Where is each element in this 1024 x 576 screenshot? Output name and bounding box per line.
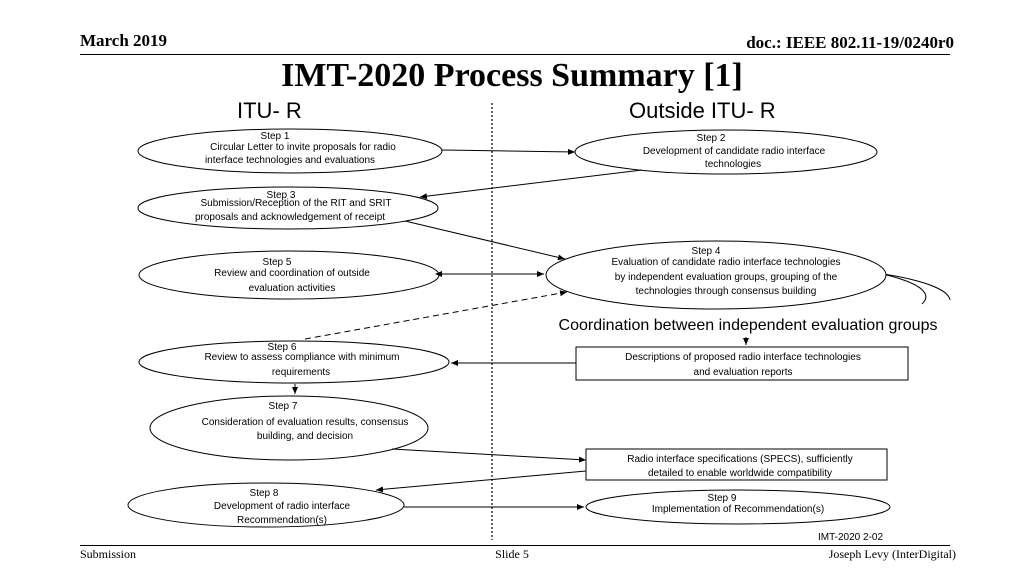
specs-text-2: detailed to enable worldwide compatibili… <box>648 468 832 479</box>
step-7-text-1: Consideration of evaluation results, con… <box>202 417 409 428</box>
footer-divider <box>80 545 950 546</box>
arrow-step7-to-specs <box>391 448 587 463</box>
descriptions-box: Descriptions of proposed radio interface… <box>575 346 909 381</box>
step-1-text-2: interface technologies and evaluations <box>205 155 375 166</box>
step-2-node: Step 2 Development of candidate radio in… <box>574 129 878 175</box>
arrow-step3-to-step4 <box>404 220 566 261</box>
figure-reference: IMT-2020 2-02 <box>818 532 884 543</box>
step-3-text-2: proposals and acknowledgement of receipt <box>195 212 385 223</box>
step-6-label: Step 6 <box>268 342 297 353</box>
step-4-label: Step 4 <box>692 246 721 257</box>
step-5-text-2: evaluation activities <box>249 283 336 294</box>
footer-slide-number: Slide 5 <box>495 547 529 561</box>
step-5-label: Step 5 <box>263 257 292 268</box>
step-6-text-1: Review to assess compliance with minimum <box>204 352 399 363</box>
column-heading-itu-r: ITU- R <box>237 98 302 123</box>
header-doc-id: doc.: IEEE 802.11-19/0240r0 <box>746 33 954 52</box>
step-7-label: Step 7 <box>269 401 298 412</box>
specs-box: Radio interface specifications (SPECS), … <box>585 448 888 481</box>
step-7-node: Step 7 Consideration of evaluation resul… <box>149 395 429 461</box>
step-5-text-1: Review and coordination of outside <box>214 268 370 279</box>
step-9-label: Step 9 <box>708 493 737 504</box>
footer-left: Submission <box>80 547 137 561</box>
step-8-label: Step 8 <box>250 488 279 499</box>
step-8-text-2: Recommendation(s) <box>237 515 327 526</box>
step-4-node: Step 4 Evaluation of candidate radio int… <box>545 240 951 310</box>
descriptions-text-2: and evaluation reports <box>694 367 793 378</box>
step-1-text-1: Circular Letter to invite proposals for … <box>210 142 396 153</box>
step-9-node: Step 9 Implementation of Recommendation(… <box>585 489 891 525</box>
specs-text-1: Radio interface specifications (SPECS), … <box>627 454 852 465</box>
header-divider <box>80 54 950 55</box>
step-7-text-2: building, and decision <box>257 431 353 442</box>
step-6-node: Step 6 Review to assess compliance with … <box>138 340 450 384</box>
step-1-label: Step 1 <box>261 131 290 142</box>
dashed-arrow-step6-to-step4 <box>304 290 568 340</box>
step-3-node: Step 3 Submission/Reception of the RIT a… <box>137 186 439 230</box>
step-4-text-1: Evaluation of candidate radio interface … <box>611 257 840 268</box>
step-6-text-2: requirements <box>272 367 330 378</box>
step-2-text-2: technologies <box>705 159 761 170</box>
step-8-node: Step 8 Development of radio interface Re… <box>127 482 405 528</box>
slide-title: IMT-2020 Process Summary [1] <box>281 57 743 94</box>
coordination-label: Coordination between independent evaluat… <box>559 317 938 334</box>
step-4-text-3: technologies through consensus building <box>636 286 817 297</box>
header-date: March 2019 <box>80 31 168 50</box>
step-8-text-1: Development of radio interface <box>214 501 351 512</box>
step-9-text-1: Implementation of Recommendation(s) <box>652 504 824 515</box>
step-5-node: Step 5 Review and coordination of outsid… <box>138 250 440 300</box>
step-2-label: Step 2 <box>697 133 726 144</box>
arrow-step2-to-step3 <box>419 169 643 200</box>
column-heading-outside-itu-r: Outside ITU- R <box>629 98 776 123</box>
step-3-label: Step 3 <box>267 190 296 201</box>
arrow-step1-to-step2 <box>441 148 576 155</box>
footer-author: Joseph Levy (InterDigital) <box>828 547 956 561</box>
step-4-text-2: by independent evaluation groups, groupi… <box>615 272 838 283</box>
step-1-node: Step 1 Circular Letter to invite proposa… <box>137 128 443 174</box>
arrow-specs-to-step8 <box>375 470 587 493</box>
step-3-text-1: Submission/Reception of the RIT and SRIT <box>200 198 391 209</box>
descriptions-text-1: Descriptions of proposed radio interface… <box>625 352 861 363</box>
step-2-text-1: Development of candidate radio interface <box>643 146 826 157</box>
